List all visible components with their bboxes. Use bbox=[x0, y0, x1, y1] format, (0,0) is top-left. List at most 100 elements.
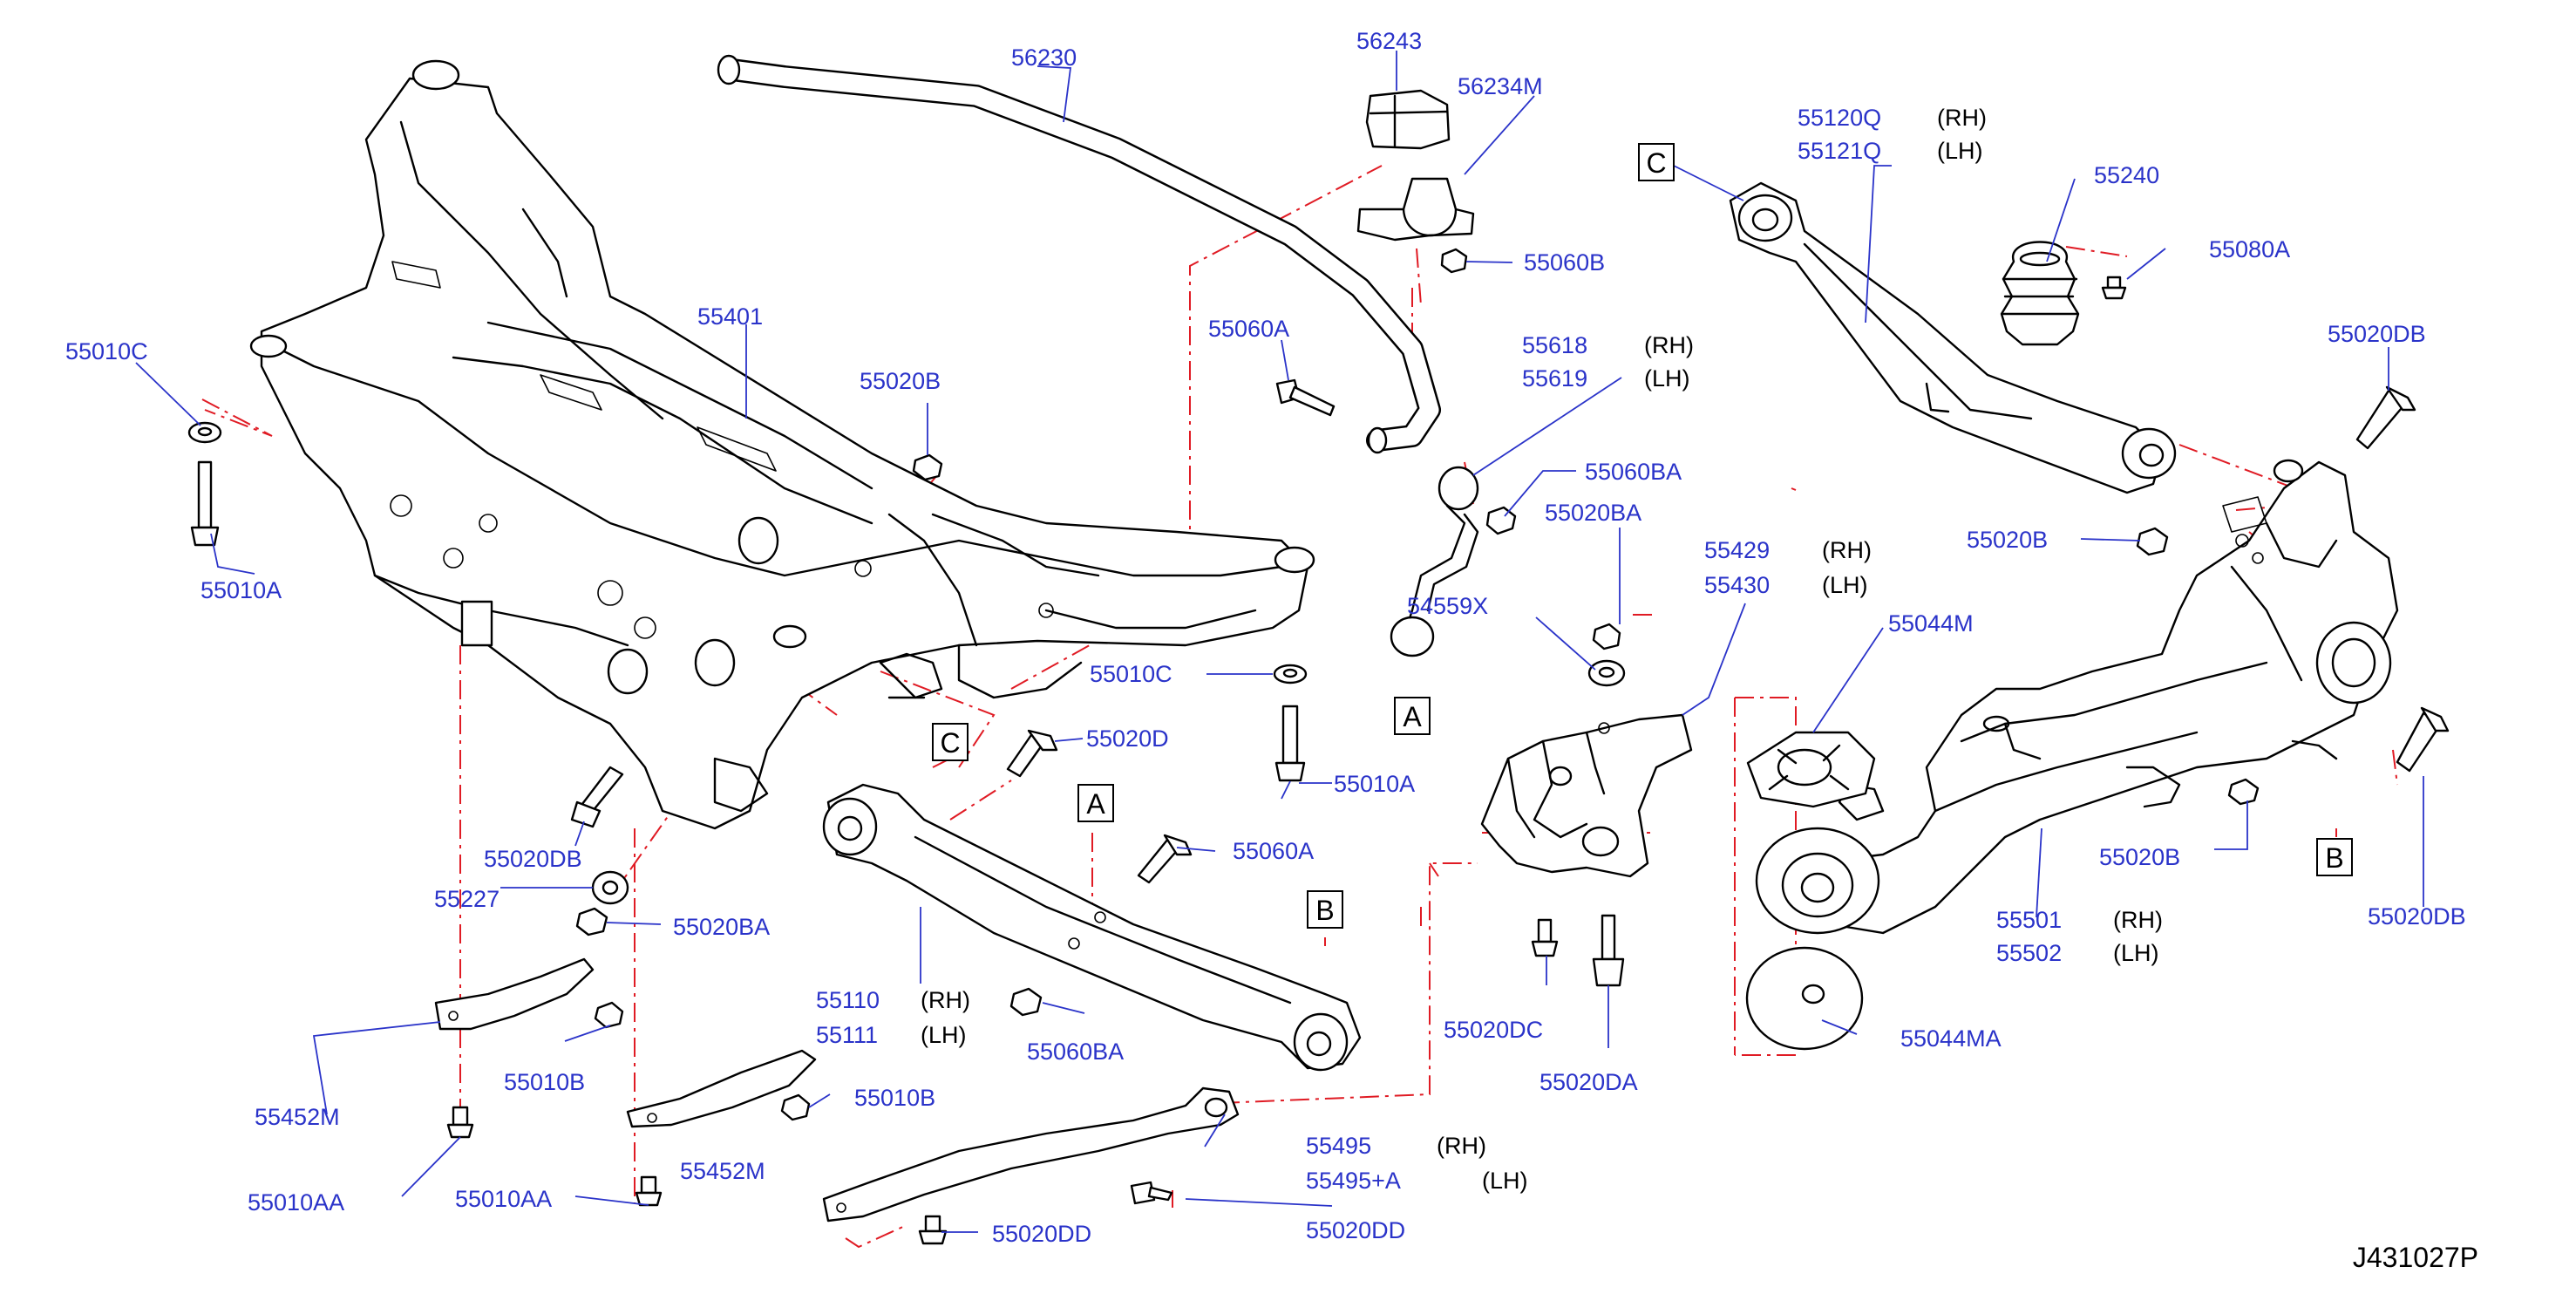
leader-lines bbox=[135, 51, 2424, 1233]
bolt-55020DC bbox=[1531, 918, 1559, 957]
svg-text:C: C bbox=[1646, 147, 1666, 179]
label-55110: 55110 bbox=[816, 987, 880, 1013]
label-55060BA-bottom: 55060BA bbox=[1027, 1039, 1124, 1065]
label-55010C-left: 55010C bbox=[65, 338, 148, 364]
callout-c-2: C bbox=[1638, 143, 1675, 181]
bolt-55060A-top bbox=[1275, 378, 1336, 417]
label-55502: 55502 bbox=[1996, 940, 2062, 966]
nut-55020B-low bbox=[2227, 778, 2260, 806]
bolt-55010A-left bbox=[190, 460, 220, 547]
label-55020B-mid: 55020B bbox=[860, 368, 941, 394]
svg-text:A: A bbox=[1086, 788, 1105, 820]
bushing-55227 bbox=[591, 870, 629, 905]
label-55020DB-left: 55020DB bbox=[484, 846, 582, 872]
bolt-55020DB-left bbox=[570, 766, 624, 828]
callout-a-1: A bbox=[1394, 697, 1431, 735]
label-55501: 55501 bbox=[1996, 907, 2062, 933]
label-55020DC: 55020DC bbox=[1444, 1017, 1543, 1043]
diagram-code: J431027P bbox=[2353, 1242, 2478, 1273]
label-55044M: 55044M bbox=[1888, 610, 1974, 637]
label-55060A-mid: 55060A bbox=[1233, 838, 1314, 864]
nut-55020BA-mid bbox=[1592, 623, 1621, 650]
upper-arm bbox=[1729, 181, 2177, 494]
label-55240: 55240 bbox=[2094, 162, 2159, 188]
label-55452M-mid: 55452M bbox=[680, 1158, 765, 1184]
bolt-55020DB-top bbox=[2355, 385, 2416, 450]
label-55020B-low: 55020B bbox=[2099, 844, 2180, 870]
nut-55020BA-left bbox=[575, 907, 608, 936]
bolt-55080A bbox=[2101, 276, 2127, 300]
label-55020BA-mid: 55020BA bbox=[1545, 500, 1641, 526]
callout-a-2: A bbox=[1077, 784, 1114, 822]
label-55020D: 55020D bbox=[1086, 725, 1169, 752]
bracket-55452M-mid bbox=[626, 1049, 817, 1128]
label-55060BA-top: 55060BA bbox=[1585, 459, 1682, 485]
stabilizer-link bbox=[1390, 466, 1479, 657]
bolt-55020DA bbox=[1592, 914, 1625, 987]
lateral-link bbox=[822, 783, 1362, 1072]
label-55020BA-left: 55020BA bbox=[673, 914, 770, 940]
washer-54559X bbox=[1587, 659, 1626, 687]
label-55495-side: (RH) bbox=[1437, 1133, 1486, 1159]
stabilizer-clamp bbox=[1356, 177, 1475, 242]
stabilizer-bar bbox=[717, 54, 1441, 454]
bolt-55020DD-left bbox=[918, 1215, 948, 1245]
label-55010B-mid: 55010B bbox=[854, 1085, 935, 1111]
svg-text:A: A bbox=[1403, 701, 1422, 732]
label-55501-side: (RH) bbox=[2113, 907, 2163, 933]
label-55010AA-left: 55010AA bbox=[248, 1189, 344, 1216]
label-55618: 55618 bbox=[1522, 332, 1587, 358]
label-55010C-mid: 55010C bbox=[1090, 661, 1172, 687]
label-55010B-left: 55010B bbox=[504, 1069, 585, 1095]
rear-knuckle-and-lower-arm bbox=[1777, 459, 2399, 935]
label-56230: 56230 bbox=[1011, 44, 1077, 71]
label-55010A-left: 55010A bbox=[201, 577, 282, 603]
bolt-55020D bbox=[1006, 729, 1058, 778]
bolt-55020DB-bottom bbox=[2396, 706, 2450, 773]
label-55502-side: (LH) bbox=[2113, 940, 2159, 966]
label-55429: 55429 bbox=[1704, 537, 1770, 563]
label-55227: 55227 bbox=[434, 886, 500, 912]
label-55121Q: 55121Q bbox=[1798, 138, 1881, 164]
nut-55020B-mid bbox=[912, 453, 943, 481]
label-55110-side: (RH) bbox=[921, 987, 970, 1013]
label-55020B-right: 55020B bbox=[1967, 527, 2048, 553]
label-55618-side: (RH) bbox=[1644, 332, 1694, 358]
label-55020DA: 55020DA bbox=[1539, 1069, 1638, 1095]
bolt-55060A-mid bbox=[1137, 834, 1193, 884]
bolt-55010AA-mid bbox=[635, 1175, 663, 1207]
svg-text:B: B bbox=[2325, 842, 2343, 874]
label-55080A: 55080A bbox=[2209, 236, 2290, 262]
washer-55010C-left bbox=[187, 421, 222, 444]
label-54559X: 54559X bbox=[1407, 593, 1488, 619]
nut-55010B-mid bbox=[780, 1093, 811, 1121]
svg-text:B: B bbox=[1315, 895, 1334, 926]
stabilizer-bushing bbox=[1365, 89, 1451, 150]
label-55121Q-side: (LH) bbox=[1937, 138, 1983, 164]
callout-c-1: C bbox=[932, 723, 969, 761]
label-55495A-side: (LH) bbox=[1482, 1168, 1528, 1194]
label-55111: 55111 bbox=[816, 1022, 878, 1048]
rear-subframe bbox=[249, 59, 1315, 830]
label-55120Q: 55120Q bbox=[1798, 105, 1881, 131]
part-labels: 56230 56243 56234M 55060B 55060A 55618 (… bbox=[65, 28, 2466, 1247]
label-56234M: 56234M bbox=[1458, 73, 1543, 99]
bolt-55010A-mid bbox=[1274, 705, 1306, 782]
bolt-55020DD-right bbox=[1130, 1181, 1173, 1205]
label-55619-side: (LH) bbox=[1644, 365, 1690, 392]
label-55452M-left: 55452M bbox=[255, 1104, 340, 1130]
label-55430-side: (LH) bbox=[1822, 572, 1868, 598]
nut-55060BA-top bbox=[1485, 506, 1517, 535]
spring-seat-lower bbox=[1745, 946, 1864, 1051]
callout-b-2: B bbox=[2316, 838, 2353, 876]
lower-bracket bbox=[1480, 713, 1693, 878]
label-55401: 55401 bbox=[697, 303, 763, 330]
label-55020DD-left: 55020DD bbox=[992, 1221, 1091, 1247]
label-55020DB-top: 55020DB bbox=[2328, 321, 2426, 347]
label-55060A-top: 55060A bbox=[1208, 316, 1289, 342]
label-55619: 55619 bbox=[1522, 365, 1587, 392]
bracket-55452M-left bbox=[434, 957, 595, 1031]
label-55120Q-side: (RH) bbox=[1937, 105, 1987, 131]
label-55429-side: (RH) bbox=[1822, 537, 1872, 563]
